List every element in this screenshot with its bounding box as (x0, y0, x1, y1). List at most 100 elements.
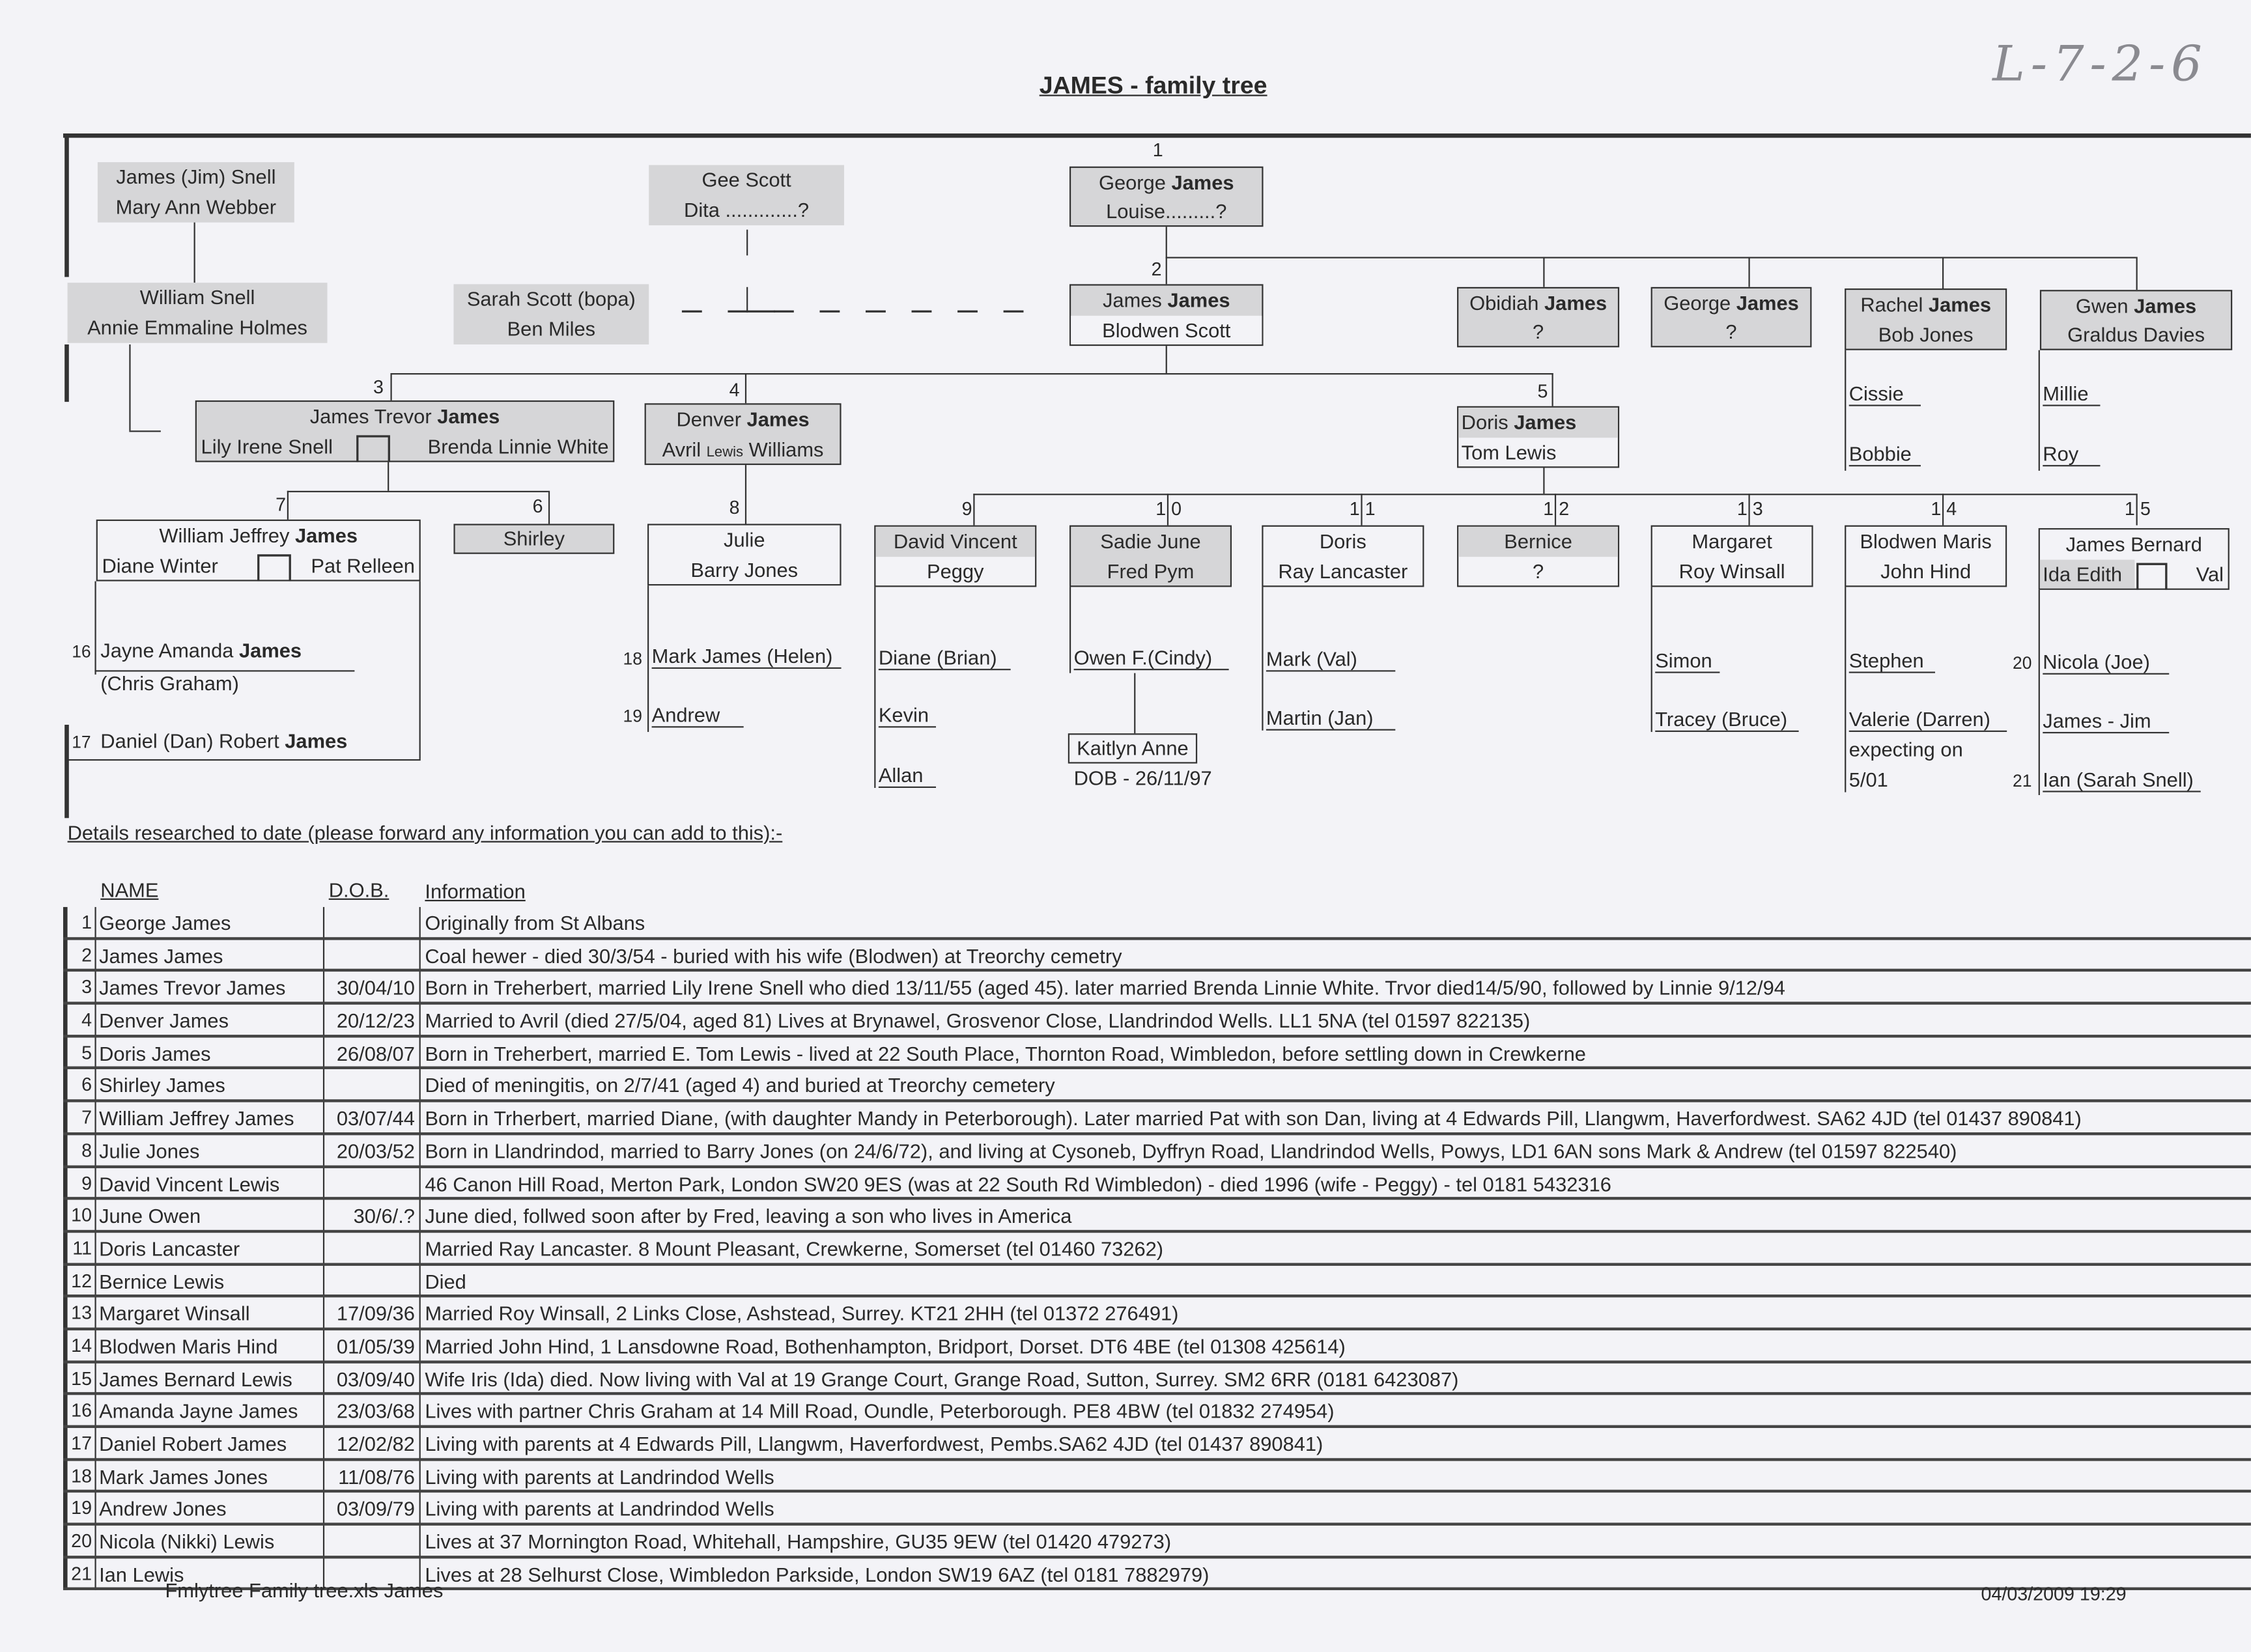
connector (1551, 373, 1553, 406)
person-name: William Jeffrey James (159, 524, 358, 547)
spouse-name: Roy Winsall (1678, 559, 1785, 582)
spouse-name: Brenda Linnie White (427, 434, 609, 457)
person-name: Bernice (1458, 526, 1618, 557)
row-info: Born in Llandrindod, married to Barry Jo… (425, 1139, 1957, 1162)
left-border-lower (64, 725, 69, 819)
child-name: Tracey (Bruce) (1655, 709, 1799, 733)
row-name: Amanda Jayne James (99, 1399, 298, 1423)
connector (1942, 494, 1944, 525)
spouses: Diane Winter Pat Relleen (98, 550, 419, 581)
connector (1069, 587, 1071, 673)
spouse-name: Peggy (926, 559, 984, 582)
connector (390, 373, 1553, 375)
connector (548, 490, 550, 524)
footer-file-info: Fmlytree Family tree.xls James (165, 1578, 444, 1602)
spouse-name: Mary Ann Webber (115, 195, 277, 219)
table-row: 13 Margaret Winsall 17/09/36 Married Roy… (63, 1298, 2251, 1330)
row-info: June died, follwed soon after by Fred, l… (425, 1204, 1072, 1227)
person-name: James Bernard (2065, 532, 2202, 555)
child-name: Diane (Brian) (878, 647, 1011, 671)
row-name: Julie Jones (99, 1139, 200, 1162)
connector (94, 581, 96, 675)
person-name: Blodwen Maris (1860, 529, 1992, 553)
row-name: Daniel Robert James (99, 1432, 287, 1455)
spouse-name: Diane Winter (102, 553, 218, 576)
person-name: Rachel James (1860, 292, 1992, 316)
row-name: Denver James (99, 1009, 229, 1032)
row-info: Living with parents at 4 Edwards Pill, L… (425, 1432, 1324, 1455)
george-james-2-box: George James ? (1650, 287, 1812, 348)
child-name: Mark (Val) (1266, 649, 1396, 672)
blodwen-box: Blodwen Maris John Hind (1845, 525, 2007, 587)
gwen-james-box: Gwen James Graldus Davies (2039, 290, 2233, 350)
connector (388, 462, 389, 491)
connector (744, 373, 747, 404)
table-row: 1 George James Originally from St Albans (63, 907, 2251, 940)
connector (2038, 589, 2040, 796)
connector (973, 494, 975, 525)
person-name: George James (1098, 171, 1234, 194)
person-number: 21 (2013, 770, 2032, 791)
row-info: Lives at 37 Mornington Road, Whitehall, … (425, 1530, 1172, 1553)
obidiah-james-box: Obidiah James ? (1457, 287, 1620, 348)
person-name: Gee Scott (701, 167, 791, 191)
person-number: 5 (1537, 380, 1548, 402)
spouse-name: Fred Pym (1107, 559, 1195, 582)
person-number: 2 (1151, 258, 1162, 280)
connector (1942, 257, 1944, 289)
person-name: James (Jim) Snell (116, 165, 276, 188)
row-number: 3 (81, 976, 92, 998)
row-info: Married Ray Lancaster. 8 Mount Pleasant,… (425, 1237, 1164, 1260)
row-number: 4 (81, 1009, 92, 1031)
spouse-name: Ida Edith (2039, 559, 2135, 589)
row-dob: 03/09/40 (336, 1367, 415, 1390)
spouse-name: Ray Lancaster (1278, 559, 1408, 582)
row-number: 14 (71, 1334, 92, 1356)
james-trevor-james-box: James Trevor James Lily Irene Snell Bren… (195, 400, 615, 462)
person-name: Doris (1319, 529, 1366, 553)
person-number: 1 3 (1736, 497, 1763, 520)
connector (1845, 350, 1847, 471)
connector (1650, 587, 1652, 733)
table-row: 5 Doris James 26/08/07 Born in Treherber… (63, 1037, 2251, 1070)
spouse-name: Blodwen Scott (1071, 315, 1262, 344)
row-info: Died (425, 1269, 466, 1293)
details-heading: Details researched to date (please forwa… (67, 820, 783, 844)
row-number: 2 (81, 944, 92, 966)
connector (746, 229, 748, 256)
row-number: 18 (71, 1464, 92, 1487)
row-info: Married to Avril (died 27/5/04, aged 81)… (425, 1009, 1531, 1032)
table-row: 6 Shirley James Died of meningitis, on 2… (63, 1070, 2251, 1102)
spouse-name: Bob Jones (1878, 322, 1974, 346)
row-info: Born in Treherbert, married E. Tom Lewis… (425, 1041, 1586, 1065)
page-title: JAMES - family tree (1039, 72, 1267, 100)
row-name: Mark James Jones (99, 1464, 268, 1488)
julie-box: Julie Barry Jones (647, 524, 842, 586)
child-name: Valerie (Darren) (1848, 709, 2007, 733)
margaret-box: Margaret Roy Winsall (1650, 525, 1813, 587)
child-name: Cissie (1848, 383, 1921, 406)
table-row: 16 Amanda Jayne James 23/03/68 Lives wit… (63, 1395, 2251, 1428)
person-number: 1 5 (2124, 497, 2151, 520)
row-info: Living with parents at Landrindod Wells (425, 1464, 774, 1488)
handwritten-reference: L-7-2-6 (1992, 36, 2208, 94)
spouse-name: Louise.........? (1106, 199, 1227, 223)
person-name: Sadie June (1100, 529, 1201, 553)
table-row: 11 Doris Lancaster Married Ray Lancaster… (63, 1233, 2251, 1265)
connector (1845, 587, 1847, 792)
person-number: 1 0 (1155, 497, 1182, 520)
shirley-box: Shirley (453, 524, 615, 554)
connector (1748, 257, 1750, 287)
spouse-name: Graldus Davies (2067, 322, 2205, 346)
details-table: 1 George James Originally from St Albans… (63, 906, 2251, 1591)
grandchild-dob: DOB - 26/11/97 (1073, 766, 1212, 790)
table-row: 15 James Bernard Lewis 03/09/40 Wife Iri… (63, 1363, 2251, 1395)
row-dob: 30/6/.? (353, 1204, 415, 1227)
spouses: Lily Irene Snell Brenda Linnie White (197, 431, 613, 462)
snell-parents-box: James (Jim) Snell Mary Ann Webber (97, 162, 294, 223)
person-number: 6 (532, 495, 543, 517)
person-number: 1 4 (1931, 497, 1957, 520)
connector (1543, 468, 1545, 494)
spouse-name: Tom Lewis (1461, 440, 1557, 463)
spouse-name: ? (1725, 320, 1737, 343)
